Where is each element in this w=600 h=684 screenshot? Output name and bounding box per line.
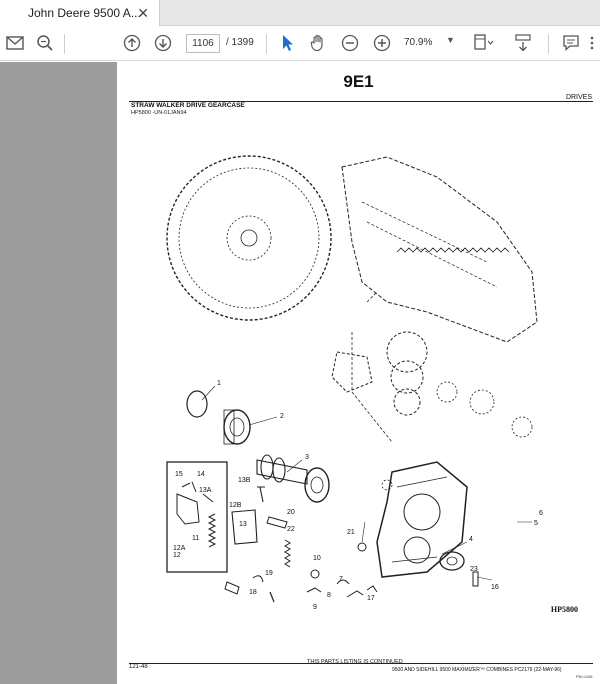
svg-text:17: 17	[367, 595, 375, 602]
svg-text:15: 15	[175, 471, 183, 478]
svg-text:13B: 13B	[238, 477, 251, 484]
zoom-search-icon[interactable]	[34, 32, 56, 54]
zoom-out-icon[interactable]	[339, 32, 361, 54]
svg-text:9: 9	[313, 604, 317, 611]
svg-text:13: 13	[239, 521, 247, 528]
drawing-code: HP5800	[550, 605, 578, 614]
zoom-in-icon[interactable]	[371, 32, 393, 54]
footer-rule	[129, 663, 593, 664]
svg-text:20: 20	[287, 509, 295, 516]
svg-text:19: 19	[265, 570, 273, 577]
page-down-icon[interactable]	[152, 32, 174, 54]
page-total: / 1399	[226, 37, 254, 48]
close-tab-icon[interactable]: ✕	[137, 5, 149, 21]
more-icon[interactable]	[586, 32, 598, 54]
svg-text:12: 12	[173, 552, 181, 559]
tab-bar: John Deere 9500 A... ✕	[0, 0, 600, 26]
svg-text:18: 18	[249, 589, 257, 596]
page-code: 9E1	[343, 72, 374, 91]
svg-text:12B: 12B	[229, 502, 242, 509]
section-label: DRIVES	[565, 94, 592, 101]
header-rule	[129, 101, 593, 102]
comment-icon[interactable]	[560, 32, 582, 54]
drawing-title: STRAW WALKER DRIVE GEARCASE	[131, 102, 245, 109]
svg-text:13A: 13A	[199, 487, 212, 494]
footer-page-ref: 121-48	[129, 664, 148, 670]
svg-text:14: 14	[197, 471, 205, 478]
svg-text:2: 2	[280, 413, 284, 420]
svg-text:10: 10	[313, 555, 321, 562]
chevron-down-icon[interactable]: ▼	[446, 35, 455, 45]
footer-continued-note: THIS PARTS LISTING IS CONTINUED	[307, 659, 403, 665]
fit-page-icon[interactable]	[472, 32, 494, 54]
pdf-page[interactable]: 9E1 DRIVES STRAW WALKER DRIVE GEARCASE H…	[117, 62, 600, 684]
svg-text:11: 11	[192, 535, 199, 542]
page-number-input[interactable]: 1106	[186, 34, 220, 53]
select-arrow-icon[interactable]	[276, 32, 298, 54]
pdf-toolbar: 1106 / 1399 70.9% ▼	[0, 26, 600, 61]
drawing-subtitle: HP5800 -UN-01JAN94	[131, 110, 187, 116]
zoom-level[interactable]: 70.9%	[404, 37, 433, 48]
large-sprocket	[166, 155, 332, 321]
svg-text:8: 8	[327, 592, 331, 599]
document-tab[interactable]: John Deere 9500 A... ✕	[0, 0, 160, 26]
side-panel	[0, 62, 117, 684]
svg-text:7: 7	[339, 576, 343, 583]
scroll-mode-icon[interactable]	[512, 32, 534, 54]
callout-labels: 1 2 3 4 5 6 7 8 9 10 11 12 12A 12B 13 13…	[173, 380, 543, 611]
footer-publication: 9500 AND SIDEHILL 9500 MAXIMIZER™ COMBIN…	[392, 667, 562, 673]
tab-title: John Deere 9500 A...	[28, 6, 141, 20]
svg-text:3: 3	[305, 454, 309, 461]
svg-text:12A: 12A	[173, 545, 186, 552]
svg-text:22: 22	[287, 526, 295, 533]
svg-text:23: 23	[470, 566, 478, 573]
footer-page-number: PN=1106	[576, 674, 593, 679]
svg-text:4: 4	[469, 536, 473, 543]
page-up-icon[interactable]	[121, 32, 143, 54]
svg-text:16: 16	[491, 584, 499, 591]
svg-text:21: 21	[347, 529, 355, 536]
exploded-parts-drawing: 1 2 3 4 5 6 7 8 9 10 11 12 12A 12B 13 13…	[166, 155, 543, 611]
svg-text:1: 1	[217, 380, 221, 387]
svg-text:5: 5	[534, 520, 538, 527]
hand-icon[interactable]	[307, 32, 329, 54]
svg-text:6: 6	[539, 510, 543, 517]
mail-icon[interactable]	[4, 32, 26, 54]
